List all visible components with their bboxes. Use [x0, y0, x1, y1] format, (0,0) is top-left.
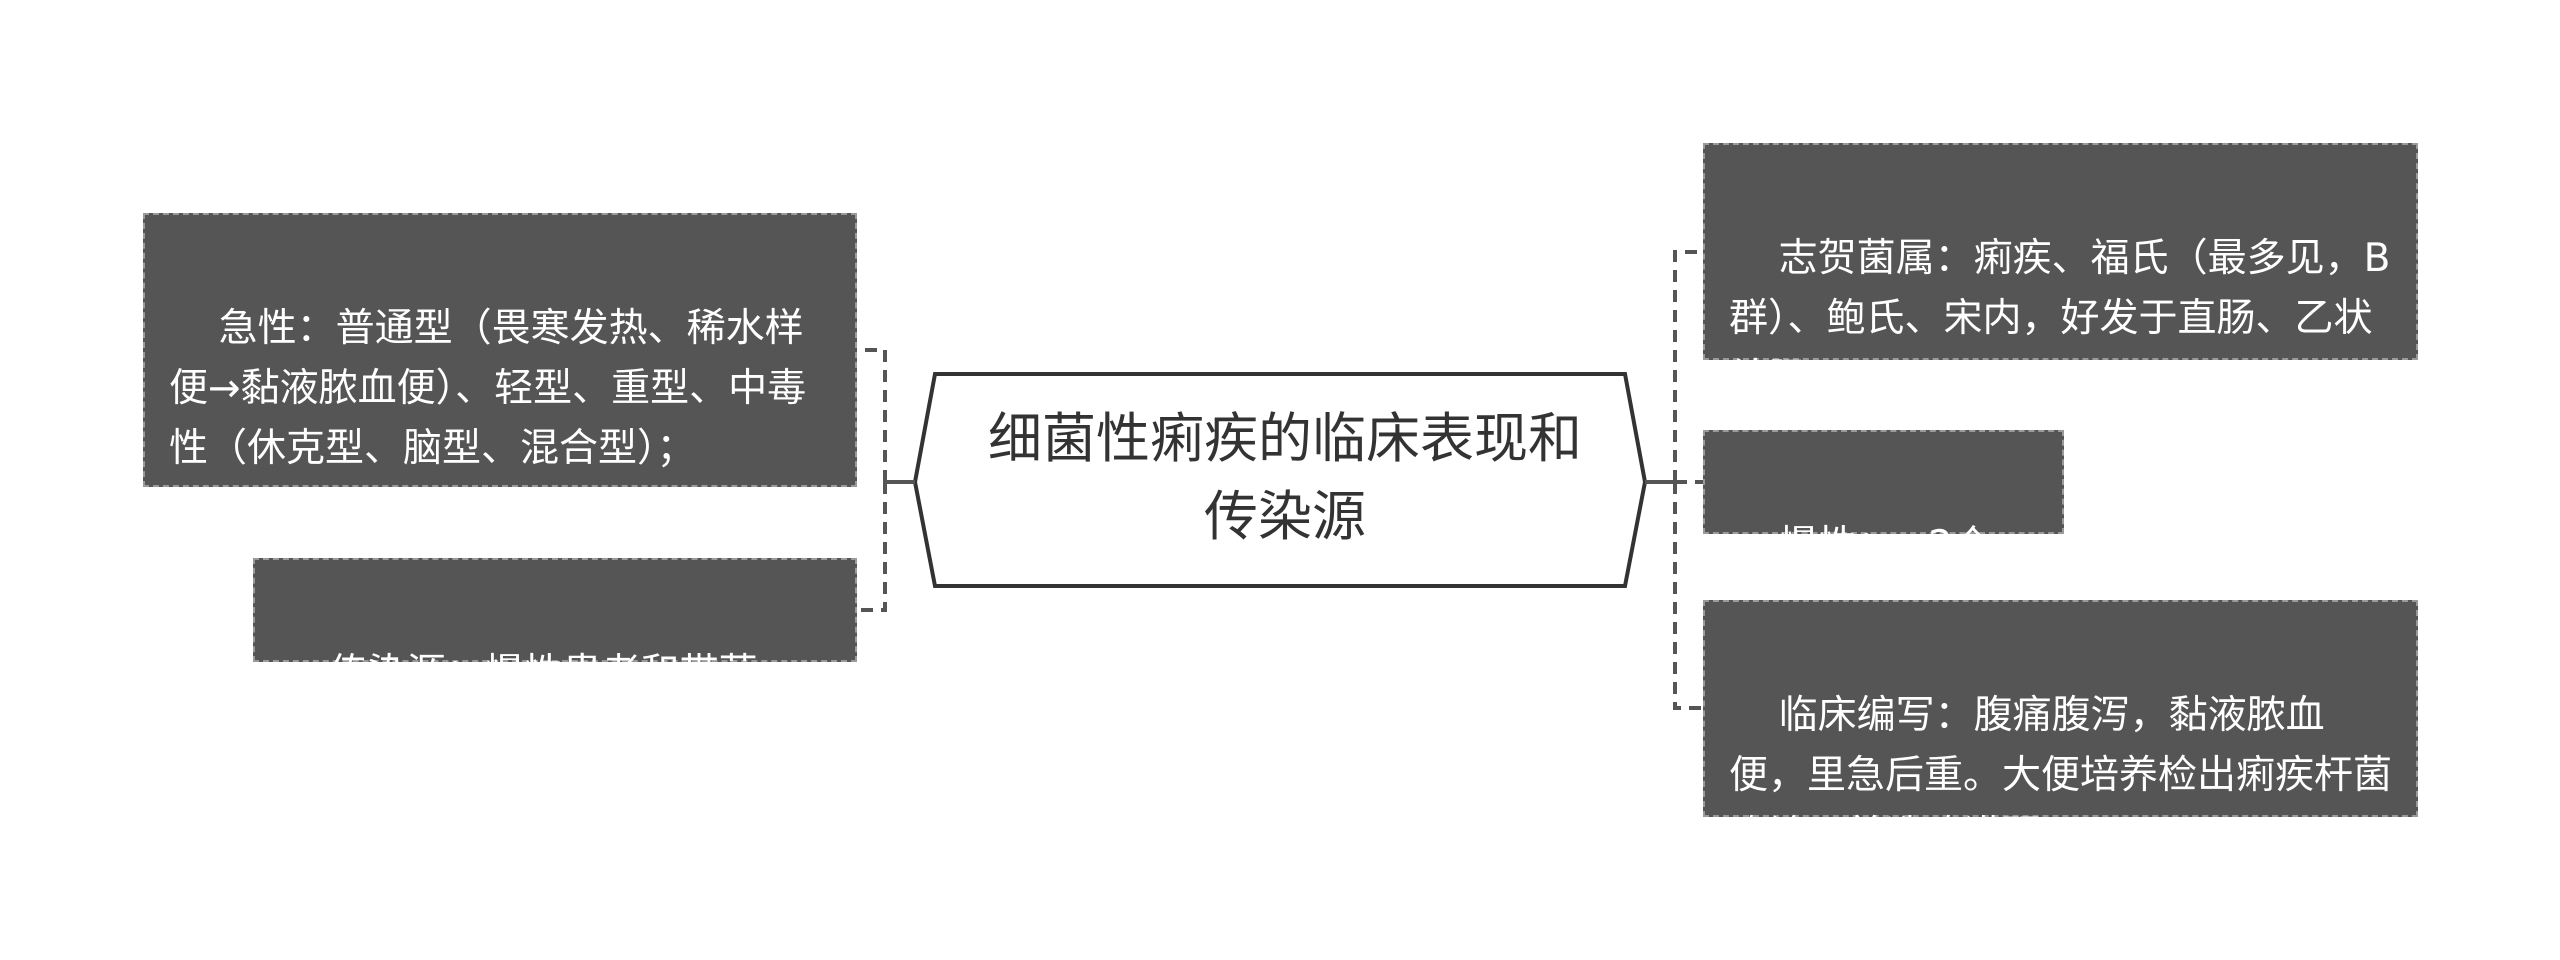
left-branch-connectors — [857, 348, 915, 612]
node-clinical-features: 临床编写：腹痛腹泻，黏液脓血便，里急后重。大便培养检出痢疾杆菌确诊。首选喹诺酮。 — [1703, 600, 2418, 858]
connector-to-clinical-node — [1673, 482, 1703, 710]
connector-to-shigella-node — [1673, 250, 1703, 482]
root-node: 细菌性痢疾的临床表现和 传染源 — [935, 400, 1635, 556]
root-title-line-2: 传染源 — [1204, 485, 1366, 548]
node-chronic: 慢性：≥2个月。 — [1703, 430, 2064, 628]
node-infection-source: 传染源：慢性患者和带菌者。 — [253, 558, 857, 756]
node-clinical-features-text: 临床编写：腹痛腹泻，黏液脓血便，里急后重。大便培养检出痢疾杆菌确诊。首选喹诺酮。 — [1729, 693, 2393, 858]
node-acute-types-text: 急性：普通型（畏寒发热、稀水样便→黏液脓血便）、轻型、重型、中毒性（休克型、脑型… — [169, 306, 807, 471]
connector-to-source-node — [857, 482, 887, 612]
node-infection-source-text: 传染源：慢性患者和带菌者。 — [279, 651, 758, 756]
node-shigella-genus-text: 志贺菌属：痢疾、福氏（最多见，B群）、鲍氏、宋内，好发于直肠、乙状结肠。 — [1729, 236, 2391, 401]
right-branch-connectors — [1645, 250, 1703, 710]
node-shigella-genus: 志贺菌属：痢疾、福氏（最多见，B群）、鲍氏、宋内，好发于直肠、乙状结肠。 — [1703, 143, 2418, 401]
root-title-line-1: 细菌性痢疾的临床表现和 — [988, 407, 1582, 470]
node-acute-types: 急性：普通型（畏寒发热、稀水样便→黏液脓血便）、轻型、重型、中毒性（休克型、脑型… — [143, 213, 857, 487]
connector-to-acute-node — [857, 348, 887, 482]
